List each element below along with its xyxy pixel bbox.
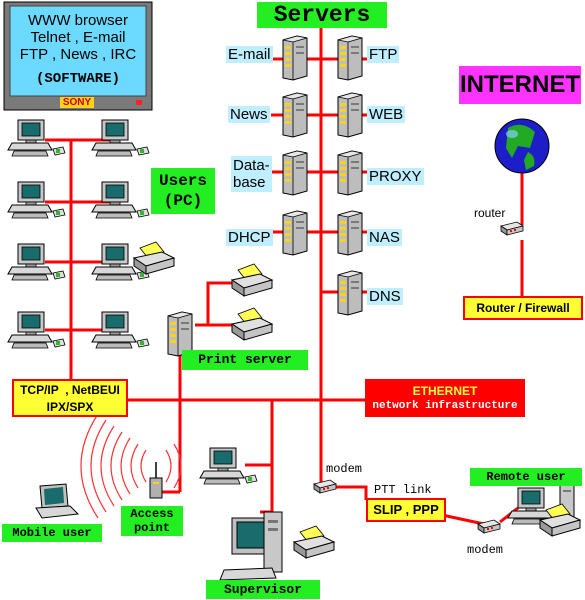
router-firewall-box[interactable]: Router / Firewall bbox=[463, 296, 583, 320]
monitor-icon bbox=[3, 1, 153, 111]
access-point-icon[interactable] bbox=[149, 462, 163, 499]
server-icon[interactable] bbox=[282, 35, 308, 81]
server-icon[interactable] bbox=[337, 35, 363, 81]
server-label-email: E-mail bbox=[226, 46, 273, 63]
user-pc-icon[interactable] bbox=[7, 119, 66, 157]
supervisor-workstation-icon[interactable] bbox=[219, 511, 283, 581]
laptop-icon[interactable] bbox=[35, 483, 80, 519]
protocols-box: TCP/IP , NetBEUI IPX/SPX bbox=[12, 379, 128, 417]
monitor-line-3: FTP , News , IRC bbox=[19, 46, 137, 63]
server-icon[interactable] bbox=[337, 210, 363, 256]
server-icon[interactable] bbox=[282, 150, 308, 196]
monitor-software-label: (SOFTWARE) bbox=[35, 71, 120, 87]
monitor-line-2: Telnet , E-mail bbox=[30, 29, 126, 46]
server-label-ftp: FTP bbox=[367, 46, 400, 63]
remote-user-label: Remote user bbox=[470, 468, 582, 486]
user-pc-icon[interactable] bbox=[91, 181, 150, 219]
server-icon[interactable] bbox=[337, 270, 363, 316]
modem-icon[interactable] bbox=[313, 479, 337, 494]
user-pc-icon[interactable] bbox=[91, 119, 150, 157]
server-label-nas: NAS bbox=[367, 229, 402, 246]
access-point-label: Access point bbox=[121, 506, 183, 536]
printer-icon bbox=[133, 241, 175, 275]
server-icon[interactable] bbox=[337, 150, 363, 196]
ptt-link-label: PTT link bbox=[374, 483, 432, 497]
printer-icon bbox=[231, 307, 273, 341]
server-label-database: Data- base bbox=[231, 156, 272, 192]
supervisor-label: Supervisor bbox=[206, 580, 320, 599]
server-label-dhcp: DHCP bbox=[226, 229, 273, 246]
mobile-user-label: Mobile user bbox=[2, 524, 102, 542]
user-pc-icon[interactable] bbox=[7, 181, 66, 219]
monitor-line-1: WWW browser bbox=[28, 12, 128, 29]
server-icon[interactable] bbox=[282, 210, 308, 256]
radio-waves bbox=[80, 413, 182, 519]
servers-title: Servers bbox=[257, 2, 387, 28]
users-label: Users (PC) bbox=[151, 168, 215, 214]
ethernet-subtitle: network infrastructure bbox=[372, 400, 518, 412]
router-device-icon bbox=[500, 221, 524, 236]
server-icon[interactable] bbox=[337, 92, 363, 138]
server-icon[interactable] bbox=[282, 92, 308, 138]
ethernet-box[interactable]: ETHERNET network infrastructure bbox=[365, 379, 525, 417]
print-server-label: Print server bbox=[182, 350, 308, 370]
server-label-web: WEB bbox=[367, 106, 406, 123]
globe-icon bbox=[494, 118, 550, 174]
monitor-screen-text: WWW browser Telnet , E-mail FTP , News ,… bbox=[14, 12, 142, 63]
server-label-proxy: PROXY bbox=[367, 168, 424, 185]
links bbox=[45, 28, 524, 526]
modem-label-center: modem bbox=[326, 462, 363, 476]
server-label-news: News bbox=[228, 106, 270, 123]
slip-ppp-box: SLIP , PPP bbox=[366, 498, 446, 522]
internet-title: INTERNET bbox=[459, 66, 581, 104]
server-label-dns: DNS bbox=[367, 288, 403, 305]
router-label: router bbox=[474, 206, 506, 220]
printer-icon bbox=[293, 525, 335, 559]
ethernet-title: ETHERNET bbox=[412, 384, 478, 398]
monitor-brand: SONY bbox=[60, 97, 94, 108]
modem-label-remote: modem bbox=[467, 543, 504, 557]
printer-icon bbox=[231, 263, 273, 297]
